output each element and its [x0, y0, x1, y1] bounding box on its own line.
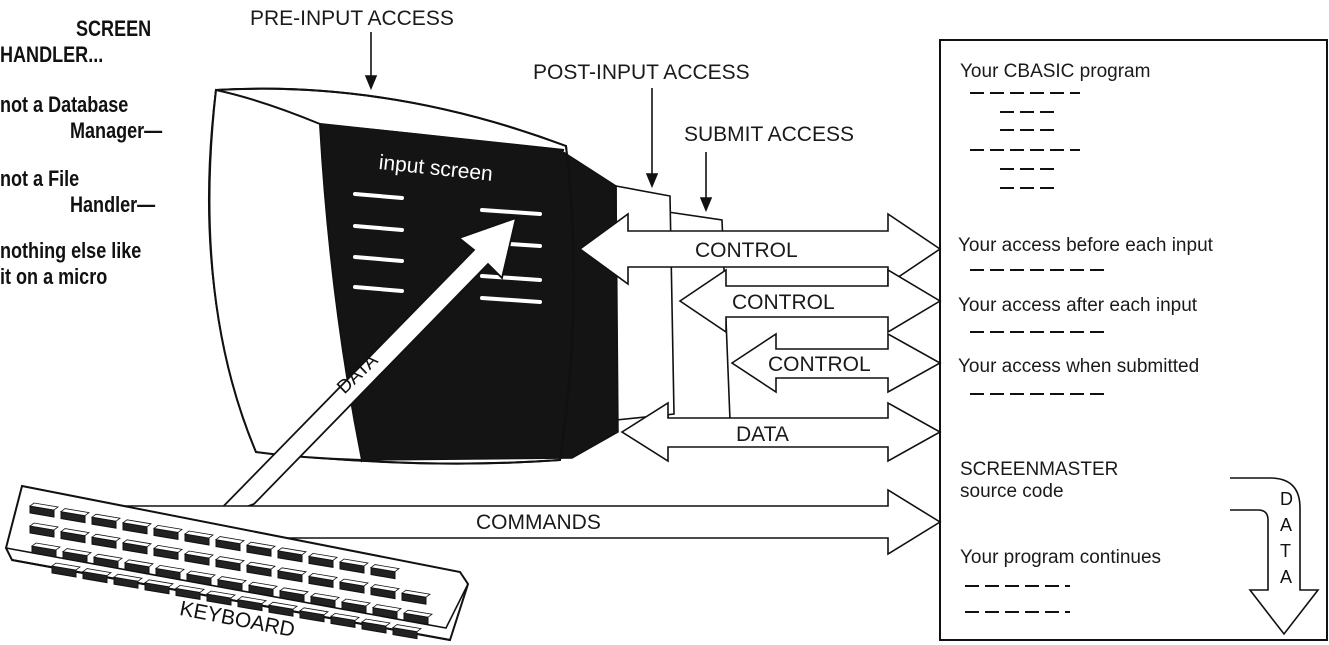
- side-note-line-5: not a File: [0, 166, 80, 191]
- side-note-line-4: Manager—: [70, 118, 163, 143]
- monitor: [208, 87, 619, 465]
- keyboard-key-top: [392, 624, 422, 633]
- keyboard-key-top: [31, 542, 61, 551]
- keyboard-key-top: [215, 556, 245, 565]
- keyboard-key-top: [341, 598, 371, 607]
- side-note-line-8: it on a micro: [0, 264, 108, 289]
- keyboard-key-top: [299, 607, 329, 616]
- keyboard-key-top: [330, 612, 360, 621]
- keyboard-key-top: [277, 567, 307, 576]
- keyboard-key-top: [153, 544, 183, 553]
- keyboard-key-top: [155, 564, 185, 573]
- keyboard-data-arrow: [209, 216, 518, 521]
- data-label: DATA: [736, 423, 789, 446]
- keyboard-key-top: [308, 572, 338, 581]
- control-label-2: CONTROL: [732, 291, 835, 314]
- data-letter-a1: A: [1280, 515, 1293, 535]
- side-note-line-3: not a Database: [0, 92, 129, 117]
- control-arrow-2: [678, 268, 942, 334]
- keyboard-key-top: [246, 561, 276, 570]
- keyboard-key-top: [153, 524, 183, 533]
- program-continues-text: Your program continues: [960, 547, 1162, 568]
- keyboard-key-top: [51, 562, 81, 571]
- keyboard-key-top: [308, 552, 338, 561]
- pre-input-access-label: PRE-INPUT ACCESS: [250, 7, 454, 30]
- access-submitted-text: Your access when submitted: [958, 356, 1200, 377]
- keyboard-key-top: [91, 533, 121, 542]
- keyboard-key-top: [370, 584, 400, 593]
- keyboard-key-top: [113, 573, 143, 582]
- keyboard-key-top: [361, 618, 391, 627]
- data-letter-a2: A: [1280, 567, 1293, 587]
- source-data-down-arrow: [1230, 477, 1320, 636]
- submit-access-label: SUBMIT ACCESS: [684, 123, 854, 146]
- control-label-1: CONTROL: [695, 239, 798, 262]
- program-title: Your CBASIC program: [960, 61, 1151, 82]
- keyboard-keys: [29, 502, 433, 640]
- keyboard-key-top: [401, 589, 431, 598]
- keyboard-key-top: [217, 576, 247, 585]
- side-note-line-7: nothing else like: [0, 238, 142, 263]
- control-arrow-1: [578, 212, 942, 286]
- keyboard-key-top: [206, 590, 236, 599]
- keyboard-key-top: [279, 587, 309, 596]
- data-arrow: [620, 401, 942, 463]
- keyboard-key-top: [93, 553, 123, 562]
- keyboard-key-top: [277, 547, 307, 556]
- data-letter-d: D: [1280, 489, 1293, 509]
- keyboard-key-top: [248, 581, 278, 590]
- keyboard-key-top: [29, 522, 59, 531]
- keyboard-key-top: [246, 541, 276, 550]
- keyboard-key-top: [184, 530, 214, 539]
- side-note-line-1: SCREEN: [76, 16, 152, 41]
- keyboard-key-top: [186, 570, 216, 579]
- label-pointers: [364, 32, 713, 213]
- keyboard-key-top: [60, 528, 90, 537]
- side-note-line-6: Handler—: [70, 192, 156, 217]
- keyboard-key-top: [122, 539, 152, 548]
- keyboard-key-top: [82, 568, 112, 577]
- keyboard-key-top: [62, 548, 92, 557]
- keyboard-key-top: [403, 609, 433, 618]
- control-arrow-3: [730, 332, 942, 394]
- keyboard-key-top: [339, 578, 369, 587]
- keyboard-key-top: [175, 584, 205, 593]
- commands-label: COMMANDS: [476, 511, 601, 534]
- screen-fields-left: [353, 192, 404, 293]
- keyboard-key-top: [310, 592, 340, 601]
- control-label-3: CONTROL: [768, 353, 871, 376]
- keyboard-key-top: [339, 558, 369, 567]
- keyboard: [4, 484, 470, 642]
- keyboard-key-top: [370, 564, 400, 573]
- screenmaster-line-1: SCREENMASTER: [960, 459, 1119, 480]
- keyboard-key-top: [144, 579, 174, 588]
- keyboard-key-top: [268, 601, 298, 610]
- screen-fields-right: [480, 208, 542, 304]
- data-letter-t: T: [1280, 541, 1291, 561]
- program-panel: [939, 39, 1328, 641]
- keyboard-key-top: [122, 519, 152, 528]
- access-after-text: Your access after each input: [958, 295, 1198, 316]
- keyboard-key-top: [215, 536, 245, 545]
- keyboard-key-top: [124, 559, 154, 568]
- side-note-line-2: HANDLER...: [0, 42, 104, 67]
- keyboard-key-top: [237, 596, 267, 605]
- keyboard-key-top: [91, 513, 121, 522]
- keyboard-key-top: [29, 502, 59, 511]
- keyboard-key-top: [60, 508, 90, 517]
- keyboard-key-top: [372, 604, 402, 613]
- post-input-access-label: POST-INPUT ACCESS: [533, 61, 750, 84]
- commands-arrow: [90, 488, 942, 556]
- keyboard-key-top: [184, 550, 214, 559]
- access-before-text: Your access before each input: [958, 235, 1213, 256]
- screenmaster-line-2: source code: [960, 481, 1064, 502]
- program-dash-lines: [965, 92, 1108, 613]
